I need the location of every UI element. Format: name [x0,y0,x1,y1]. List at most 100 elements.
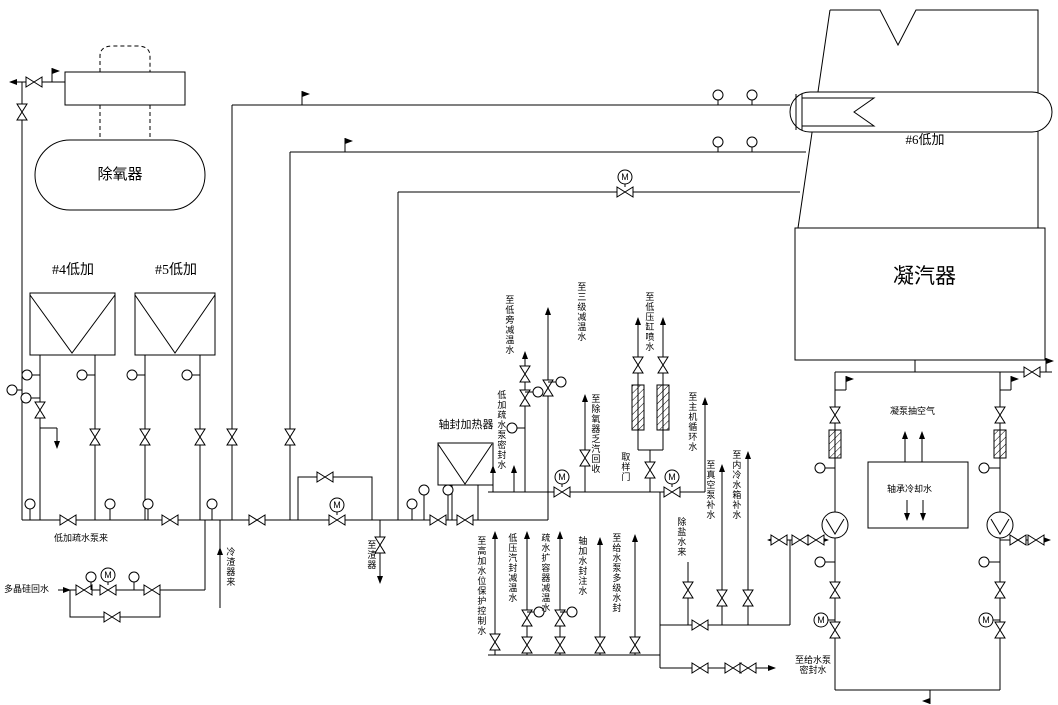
condenser-label: 凝汽器 [893,264,956,288]
valve-icon [59,514,77,526]
actuator-icon [532,386,544,398]
to-feed-pump-seal-label: 至给水泵 密封水 [785,655,841,676]
bearing-cooling-box [867,461,969,529]
actuator-icon [555,376,567,388]
valve-icon [594,636,606,654]
to-feed-pump-seal-line2: 密封水 [799,665,827,676]
strainer-icon [828,429,842,459]
lp-heater-5 [134,292,216,356]
instrument-icon [24,498,36,510]
bypass-valve-icon [316,471,334,483]
valve-icon [194,428,206,446]
heater-pennant-icon [801,97,876,127]
deaerator [9,45,206,520]
valve-icon [489,633,501,651]
lp-drain-pump-in-label: 低加疏水泵来 [54,533,109,543]
valve-icon [629,636,641,654]
gland-steam-heater [418,442,494,520]
valve-icon [791,534,809,546]
to-feed-pump-seal-line1: 至给水泵 [794,655,831,665]
vent-flag-icon [301,90,311,106]
valve-icon [161,514,179,526]
vent-flag-icon [1045,357,1055,373]
condensate-pump-icon [821,511,849,539]
svg-text:M: M [104,570,112,580]
valve-icon [829,406,841,424]
valve-icon [25,76,43,88]
drain-flag-icon [921,689,931,705]
valve-icon [724,662,742,674]
to-feed-pump-multiseal-label: 至给水泵多级水封 [611,533,622,613]
instrument-icon [20,392,32,404]
instrument-icon [418,484,430,496]
instrument-icon [746,89,758,101]
instrument-icon [206,498,218,510]
instrument-icon [142,498,154,510]
to-inner-cool-tank-label: 至内冷水箱补水 [731,450,742,520]
instrument-icon [128,571,140,583]
vent-flag-icon [845,375,855,391]
motor-valve-icon [663,486,681,498]
instrument-icon [76,369,88,381]
poly-si-return-label: 多晶硅回水 [4,584,50,594]
motor-valve-icon [553,486,571,498]
instrument-icon [442,484,454,496]
sample-valve-icon [644,461,656,479]
valve-icon [16,103,28,121]
strainer-icon [656,384,670,431]
control-valve-icon [34,401,46,419]
valve-icon [521,636,533,654]
lp-drain-pump-seal-label: 低加疏水泵密封水 [496,390,507,470]
bearing-cooling-label: 轴承冷却水 [887,484,933,494]
deaerator-label: 除氧器 [97,167,143,183]
valve-icon [742,589,754,607]
valve-icon [519,365,531,383]
valve-icon [691,619,709,631]
valve-icon [829,581,841,599]
valve-icon [554,636,566,654]
vent-flag-icon [344,137,354,153]
to-slag-label: 至渣器 [366,540,377,570]
instrument-icon [406,498,418,510]
svg-text:M: M [333,500,341,510]
valve-icon [143,584,161,596]
valve-icon [691,662,709,674]
gland-heater-seal-label: 轴加水封注水 [577,536,588,596]
instrument-icon [712,136,724,148]
heater-drain-piping [6,355,206,520]
valve-icon [807,534,825,546]
instrument-icon [104,498,116,510]
svg-text:M: M [621,172,629,182]
valve-icon [682,581,694,599]
condensate-pumps: M M [813,357,1055,705]
top-pipes: M [226,89,806,520]
lp-heater-4 [29,292,116,356]
condenser [789,9,1053,372]
to-lp-bypass-spray-label: 至低旁减温水 [504,295,515,355]
bypass-valve-icon [103,611,121,623]
condensate-pump-icon [986,511,1014,539]
lp-gland-spray-label: 低压汽封减温水 [507,533,518,603]
vent-flag-icon [51,67,61,83]
valve-icon [374,536,386,554]
svg-text:M: M [982,615,990,625]
instrument-icon [978,556,990,568]
valve-icon [139,428,151,446]
to-main-circ-label: 至主机循环水 [687,392,698,452]
valve-icon [657,356,669,374]
instrument-icon [6,384,18,396]
svg-text:M: M [817,615,825,625]
strainer-icon [631,384,645,431]
vent-flag-icon [1010,375,1020,391]
gland-heater-label: 轴封加热器 [438,419,494,431]
valve-icon [89,428,101,446]
motor-valve-icon [99,584,117,596]
valve-icon [1009,534,1027,546]
instrument-icon [978,462,990,474]
valve-icon [579,449,591,467]
slag-cooler-in-label: 冷渣器来 [225,547,236,587]
to-vacuum-pump-label: 至真空泵补水 [705,460,716,520]
valve-icon [1023,366,1041,378]
